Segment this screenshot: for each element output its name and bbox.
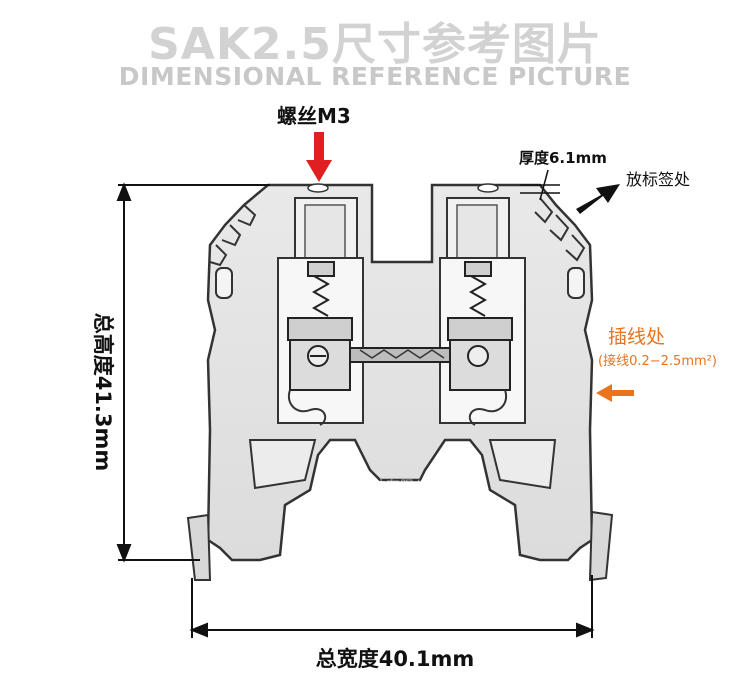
left-foot <box>186 513 212 581</box>
lower-left-chamber <box>248 439 317 490</box>
right-screw <box>447 261 513 341</box>
screw-arrow <box>306 132 332 182</box>
marker-arrow <box>576 184 620 214</box>
left-top-hole <box>307 183 329 193</box>
page-title: SAK2.5尺寸参考图片 <box>148 19 602 70</box>
wire-insert-label: 插线处 <box>608 326 666 348</box>
right-hole <box>567 267 585 299</box>
wire-range-label: (接线0.2−2.5mm²) <box>598 354 717 369</box>
marker-place-label: 放标签处 <box>626 170 691 189</box>
right-foot <box>588 510 614 582</box>
left-hole <box>215 267 233 299</box>
right-marker-steps <box>534 197 586 262</box>
right-top-hole <box>477 183 499 193</box>
total-height-label: 总高度41.3mm <box>91 312 115 472</box>
terminal-body <box>206 183 594 562</box>
right-spring <box>468 389 508 426</box>
left-marker-steps <box>209 204 257 267</box>
screw-label: 螺丝M3 <box>277 104 351 128</box>
wire-arrow <box>596 384 634 402</box>
thickness-label: 厚度6.1mm <box>519 149 607 167</box>
lower-right-chamber <box>488 439 557 490</box>
total-width-label: 总宽度40.1mm <box>315 647 475 671</box>
height-dimension <box>116 182 270 563</box>
thickness-dimension <box>520 169 560 201</box>
width-dimension <box>189 575 595 638</box>
left-spring <box>287 389 327 426</box>
watermark-company: 非亦科技有限公司 <box>330 479 442 495</box>
watermark-tel: TEL:15395082211 <box>300 505 443 521</box>
page-subtitle: DIMENSIONAL REFERENCE PICTURE <box>118 62 632 91</box>
